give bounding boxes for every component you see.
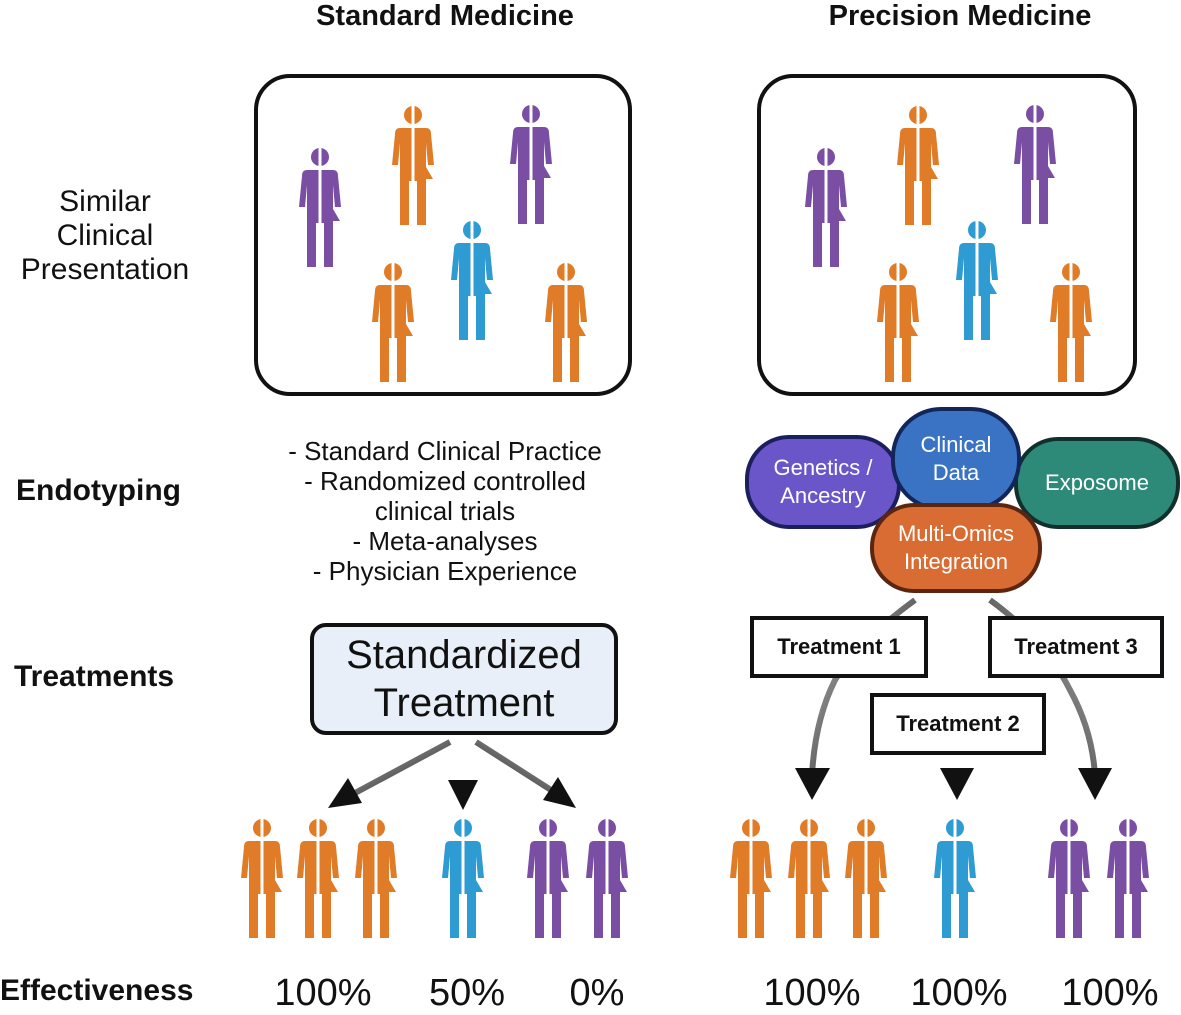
evidence-line: - Meta-analyses	[352, 526, 538, 556]
genetics-line-1: Genetics /	[773, 455, 873, 480]
standard-effectiveness-1: 100%	[274, 972, 372, 1014]
person-icon	[845, 818, 887, 938]
standard-box-figures	[299, 104, 587, 382]
clinical-line-2: Data	[932, 460, 980, 485]
treatment-3-box: Treatment 3	[988, 616, 1164, 678]
person-icon	[877, 262, 919, 382]
person-icon	[934, 818, 976, 938]
precision-box-figures	[805, 104, 1092, 382]
evidence-line: - Randomized controlled	[304, 466, 586, 496]
similar-presentation-label: Similar Clinical Presentation	[0, 185, 210, 287]
evidence-line: - Physician Experience	[312, 556, 578, 586]
omics-line-2: Integration	[904, 549, 1008, 574]
similar-label-line-3: Presentation	[20, 253, 190, 286]
person-icon	[299, 147, 341, 267]
treatment-2-box: Treatment 2	[870, 693, 1046, 755]
person-icon	[1048, 818, 1090, 938]
exposome-label: Exposome	[1045, 470, 1149, 495]
person-icon	[545, 262, 587, 382]
person-icon	[510, 104, 552, 224]
omics-line-1: Multi-Omics	[897, 521, 1015, 546]
precision-effectiveness-2: 100%	[910, 972, 1008, 1014]
multi-omics-bubble: Multi-Omics Integration	[870, 503, 1042, 593]
evidence-line: - Standard Clinical Practice	[288, 436, 602, 466]
person-icon	[1107, 818, 1149, 938]
evidence-line: clinical trials	[374, 496, 516, 526]
person-icon	[355, 818, 397, 938]
genetics-ancestry-bubble: Genetics / Ancestry	[745, 435, 901, 529]
person-icon	[897, 105, 939, 225]
standard-population-box	[254, 74, 632, 396]
person-icon	[788, 818, 830, 938]
person-icon	[730, 818, 772, 938]
person-icon	[297, 818, 339, 938]
genetics-line-2: Ancestry	[780, 483, 866, 508]
clinical-data-bubble: Clinical Data	[891, 407, 1021, 511]
clinical-line-1: Clinical	[920, 432, 992, 457]
similar-label-line-1: Similar	[59, 185, 151, 218]
standard-arrows	[328, 739, 576, 810]
precision-effectiveness-1: 100%	[763, 972, 861, 1014]
person-icon	[372, 262, 414, 382]
person-icon	[241, 818, 283, 938]
treatments-label: Treatments	[14, 660, 175, 693]
exposome-bubble: Exposome	[1014, 437, 1180, 529]
person-icon	[956, 220, 998, 340]
standardized-treatment-box: Standardized Treatment	[310, 623, 618, 735]
person-icon	[527, 818, 569, 938]
standardized-treatment-line-1: Standardized	[346, 633, 582, 677]
precision-effectiveness-3: 100%	[1061, 972, 1159, 1014]
standard-effectiveness-2: 50%	[428, 972, 506, 1014]
person-icon	[586, 818, 628, 938]
person-icon	[1050, 262, 1092, 382]
standard-evidence-list: - Standard Clinical Practice - Randomize…	[245, 436, 645, 586]
similar-label-line-2: Clinical	[56, 219, 154, 252]
person-icon	[1014, 104, 1056, 224]
standard-effectiveness-3: 0%	[569, 972, 625, 1014]
person-icon	[451, 220, 493, 340]
person-icon	[442, 818, 484, 938]
endotyping-label: Endotyping	[16, 474, 181, 507]
precision-medicine-title: Precision Medicine	[828, 0, 1092, 32]
standardized-treatment-line-2: Treatment	[373, 681, 555, 725]
effectiveness-label: Effectiveness	[0, 974, 194, 1007]
precision-outcome-figures	[730, 818, 1149, 938]
standard-medicine-title: Standard Medicine	[316, 0, 574, 32]
person-icon	[805, 147, 847, 267]
treatment-1-box: Treatment 1	[750, 616, 928, 678]
standard-outcome-figures	[241, 818, 628, 938]
person-icon	[392, 105, 434, 225]
